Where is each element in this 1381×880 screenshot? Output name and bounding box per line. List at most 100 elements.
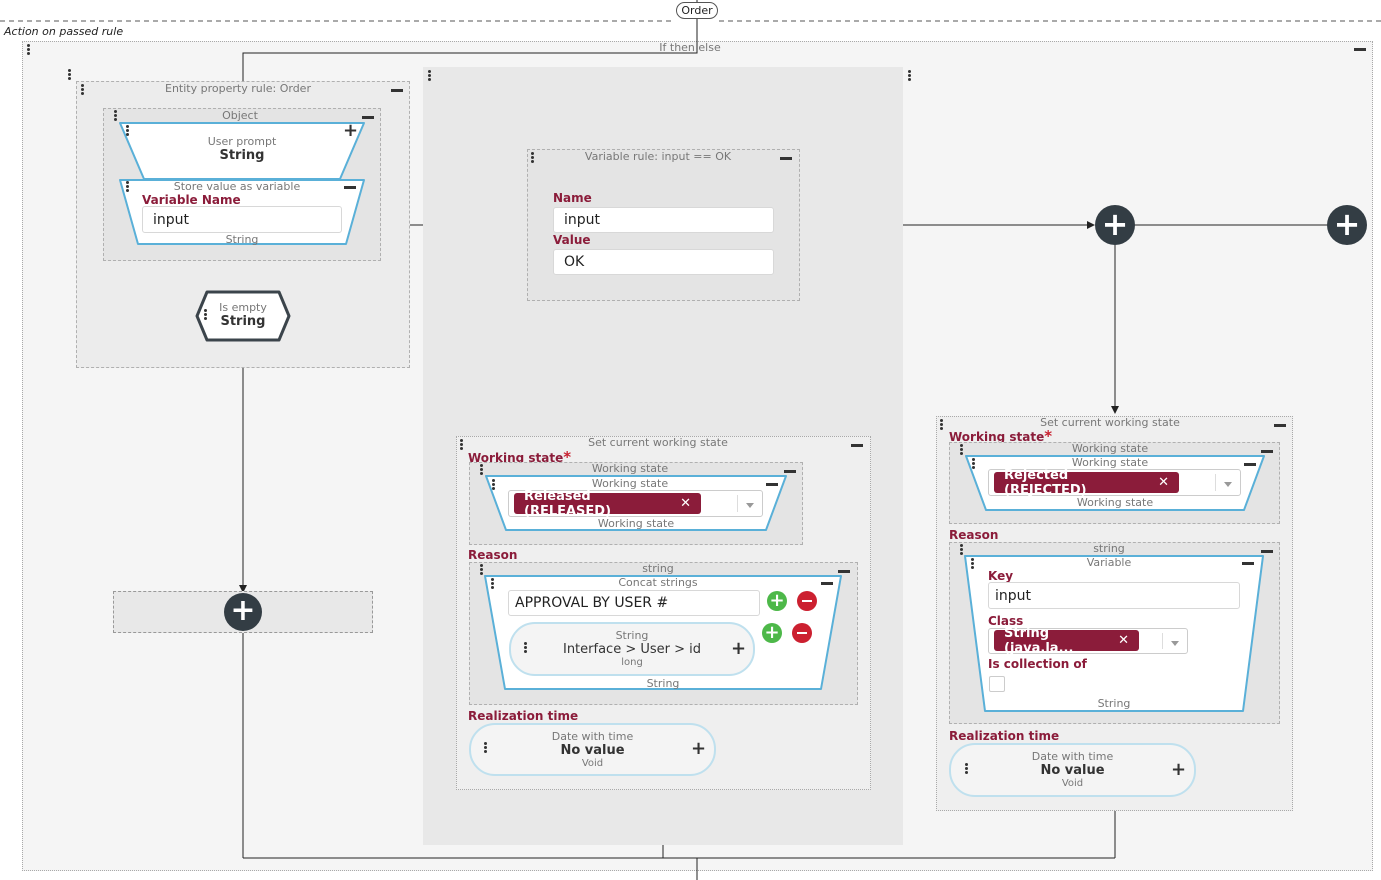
concat-collapse-icon[interactable] (821, 582, 833, 585)
user-prompt-menu-icon[interactable] (126, 125, 130, 137)
add-else-action-button[interactable]: + (224, 593, 262, 631)
concat-text-input[interactable]: APPROVAL BY USER # (508, 590, 760, 616)
name-input[interactable]: input (553, 207, 774, 233)
pill-menu-icon[interactable] (524, 642, 528, 654)
reason-block-right-menu-icon[interactable] (960, 544, 964, 556)
add-concat-item-button[interactable]: + (767, 591, 787, 611)
user-prompt-add-icon[interactable]: + (343, 120, 359, 141)
user-id-path-pill[interactable]: String Interface > User > id long (509, 622, 755, 676)
key-input[interactable]: input (988, 582, 1240, 609)
reason-block-left-menu-icon[interactable] (480, 564, 484, 576)
user-prompt-label: User prompt (207, 135, 277, 148)
object-collapse-icon[interactable] (362, 116, 374, 119)
remove-chip-icon[interactable]: ✕ (1118, 633, 1129, 648)
date-value-left: No value (560, 743, 625, 758)
date-sub-left: Void (581, 758, 604, 769)
variable-name-input[interactable]: input (142, 206, 342, 233)
rejected-chip-label: Rejected (REJECTED) (1004, 467, 1087, 498)
working-state-block-right-menu-icon[interactable] (960, 444, 964, 456)
released-chip[interactable]: Released (RELEASED) ✕ (514, 489, 701, 519)
chevron-down-icon[interactable] (1162, 633, 1187, 649)
set-state-right-collapse-icon[interactable] (1274, 424, 1286, 427)
value-input[interactable]: OK (553, 249, 774, 275)
if-then-else-collapse-icon[interactable] (1354, 48, 1366, 51)
variable-rule-collapse-icon[interactable] (780, 157, 792, 160)
key-label: Key (988, 569, 1014, 583)
ws-inner-menu-icon-left[interactable] (492, 479, 496, 491)
ws-footer-right: Working state (1076, 496, 1154, 509)
string-title-right: string (1093, 542, 1125, 555)
add-concat-item-button-2[interactable]: + (762, 623, 782, 643)
pill-type: String (615, 629, 649, 642)
variable-rule-menu-icon[interactable] (531, 152, 535, 164)
pill-path: Interface > User > id (562, 642, 701, 657)
realization-date-left[interactable]: Date with time No value Void (469, 723, 716, 776)
remove-chip-icon[interactable]: ✕ (680, 496, 691, 511)
realization-label-left: Realization time (468, 709, 579, 723)
pill-add-icon[interactable]: + (731, 638, 747, 659)
reason-block-right-collapse-icon[interactable] (1261, 550, 1273, 553)
if-then-else-menu-icon[interactable] (27, 44, 31, 56)
value-label: Value (553, 233, 591, 247)
date-right-add-icon[interactable]: + (1171, 759, 1187, 780)
chevron-down-icon[interactable] (1215, 474, 1240, 491)
required-mark: * (1044, 427, 1053, 445)
store-variable-menu-icon[interactable] (126, 181, 130, 193)
date-right-menu-icon[interactable] (965, 763, 969, 775)
ws-inner-title-left: Working state (591, 477, 669, 490)
working-state-block-left-menu-icon[interactable] (480, 464, 484, 476)
entity-rule-collapse-icon[interactable] (391, 89, 403, 92)
remove-concat-item-button[interactable] (797, 591, 817, 611)
working-state-block-left-collapse-icon[interactable] (784, 470, 796, 473)
pill-sub: long (621, 657, 643, 668)
concat-menu-icon[interactable] (491, 578, 495, 590)
is-empty-shape (195, 290, 291, 342)
store-variable-collapse-icon[interactable] (344, 186, 356, 189)
object-menu-icon[interactable] (114, 110, 118, 122)
collection-label: Is collection of (988, 657, 1087, 671)
date-left-menu-icon[interactable] (484, 742, 488, 754)
add-step-button[interactable]: + (1095, 205, 1135, 245)
variable-name-label: Variable Name (142, 193, 241, 207)
then-branch-menu-icon[interactable] (428, 70, 432, 82)
required-mark: * (563, 448, 572, 466)
class-chip[interactable]: String (java.la... ✕ (994, 626, 1139, 656)
chevron-down-icon[interactable] (737, 495, 762, 512)
ws-inner-collapse-icon-right[interactable] (1244, 463, 1256, 466)
realization-date-right[interactable]: Date with time No value Void (949, 743, 1196, 797)
reason-label-right: Reason (949, 528, 999, 542)
working-state-block-right-collapse-icon[interactable] (1261, 450, 1273, 453)
collection-checkbox[interactable] (989, 676, 1005, 692)
if-then-else-title: If then else (659, 41, 721, 54)
add-step-end-button[interactable]: + (1327, 205, 1367, 245)
date-left-add-icon[interactable]: + (691, 738, 707, 759)
is-empty-type: String (220, 314, 266, 329)
order-node[interactable]: Order (676, 2, 718, 19)
remove-concat-item-button-2[interactable] (792, 623, 812, 643)
reason-label-left: Reason (468, 548, 518, 562)
set-state-right-menu-icon[interactable] (940, 419, 944, 431)
class-label: Class (988, 614, 1024, 628)
ws-outer-title-right: Working state (1071, 442, 1149, 455)
set-state-right-title: Set current working state (1040, 416, 1180, 429)
set-state-left-menu-icon[interactable] (460, 439, 464, 451)
is-empty-label: Is empty (219, 301, 267, 314)
date-value-right: No value (1040, 763, 1105, 778)
condition-menu-icon[interactable] (68, 69, 72, 81)
class-chip-label: String (java.la... (1004, 625, 1074, 656)
ws-inner-menu-icon-right[interactable] (972, 458, 976, 470)
variable-rule-title: Variable rule: input == OK (584, 150, 732, 163)
reason-block-left-collapse-icon[interactable] (838, 570, 850, 573)
rejected-chip[interactable]: Rejected (REJECTED) ✕ (994, 468, 1179, 498)
entity-rule-menu-icon[interactable] (81, 84, 85, 96)
set-state-left-collapse-icon[interactable] (851, 444, 863, 447)
released-chip-label: Released (RELEASED) (524, 488, 612, 519)
else-branch-menu-icon[interactable] (908, 70, 912, 82)
variable-menu-icon[interactable] (971, 558, 975, 570)
ws-inner-collapse-icon-left[interactable] (766, 483, 778, 486)
variable-collapse-icon[interactable] (1242, 562, 1254, 565)
is-empty-menu-icon[interactable] (204, 309, 208, 321)
action-label: Action on passed rule (4, 25, 124, 38)
store-variable-type: String (225, 233, 259, 246)
remove-chip-icon[interactable]: ✕ (1158, 475, 1169, 490)
